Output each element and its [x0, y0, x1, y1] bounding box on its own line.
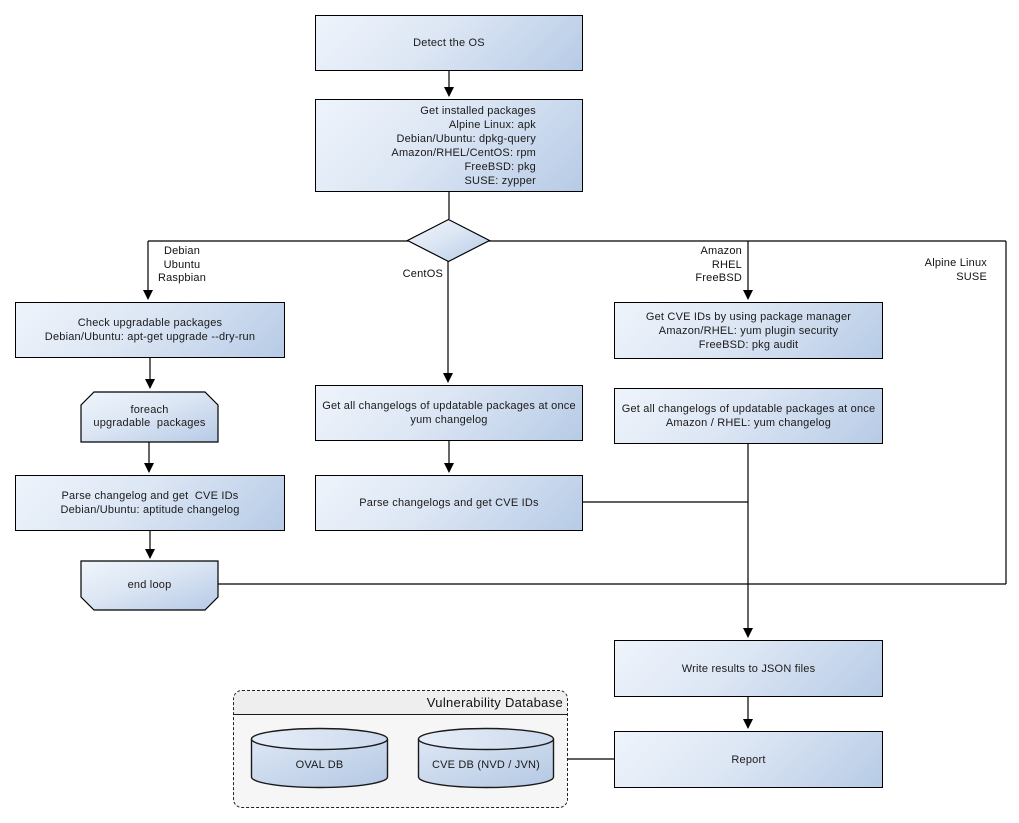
diamond-shape: [406, 218, 491, 263]
node-get-changelogs-yum: Get all changelogs of updatable packages…: [315, 385, 583, 441]
oval-db-cylinder: OVAL DB: [250, 727, 389, 789]
node-end-loop: end loop: [80, 560, 219, 611]
database-cylinder-icon: [417, 727, 555, 789]
node-report: Report: [614, 731, 883, 788]
cve-db-cylinder: CVE DB (NVD / JVN): [417, 727, 555, 789]
node-get-installed-packages-label: Get installed packages Alpine Linux: apk…: [391, 104, 536, 187]
node-get-installed-packages: Get installed packages Alpine Linux: apk…: [315, 99, 583, 192]
node-report-label: Report: [731, 753, 766, 766]
node-parse-changelogs: Parse changelogs and get CVE IDs: [315, 475, 583, 531]
loop-end-shape: [80, 560, 219, 611]
branch-label-amazon: Amazon RHEL FreeBSD: [695, 245, 742, 284]
database-cylinder-icon: [250, 727, 389, 789]
vulnerability-database-title: Vulnerability Database: [234, 691, 567, 715]
branch-label-alpine: Alpine Linux SUSE: [924, 257, 987, 283]
node-write-results-label: Write results to JSON files: [681, 662, 816, 675]
node-parse-changelog-debian-label: Parse changelog and get CVE IDs Debian/U…: [60, 490, 240, 516]
node-get-cve-ids-pkg-manager-label: Get CVE IDs by using package manager Ama…: [645, 310, 852, 351]
node-parse-changelogs-label: Parse changelogs and get CVE IDs: [359, 497, 539, 509]
node-end-loop-label: end loop: [127, 578, 172, 591]
node-detect-os: Detect the OS: [315, 15, 583, 71]
node-check-upgradable-label: Check upgradable packages Debian/Ubuntu:…: [44, 317, 256, 343]
node-check-upgradable: Check upgradable packages Debian/Ubuntu:…: [15, 302, 285, 358]
oval-db-label: OVAL DB: [295, 759, 344, 771]
node-get-changelogs-amazon-label: Get all changelogs of updatable packages…: [621, 403, 876, 429]
node-get-changelogs-yum-label: Get all changelogs of updatable packages…: [322, 400, 576, 426]
node-get-cve-ids-pkg-manager: Get CVE IDs by using package manager Ama…: [614, 302, 883, 359]
node-foreach-loop: foreach upgradable packages: [80, 391, 219, 443]
node-os-decision-diamond: [406, 218, 491, 263]
node-foreach-loop-label: foreach upgradable packages: [93, 403, 206, 430]
loop-start-shape: [80, 391, 219, 443]
branch-label-centos: CentOS: [402, 268, 443, 280]
node-parse-changelog-debian: Parse changelog and get CVE IDs Debian/U…: [15, 475, 285, 531]
cve-db-label: CVE DB (NVD / JVN): [431, 759, 541, 771]
node-detect-os-label: Detect the OS: [413, 37, 485, 49]
branch-label-debian: Debian Ubuntu Raspbian: [157, 245, 207, 284]
node-write-results: Write results to JSON files: [614, 640, 883, 697]
node-get-changelogs-amazon: Get all changelogs of updatable packages…: [614, 388, 883, 444]
